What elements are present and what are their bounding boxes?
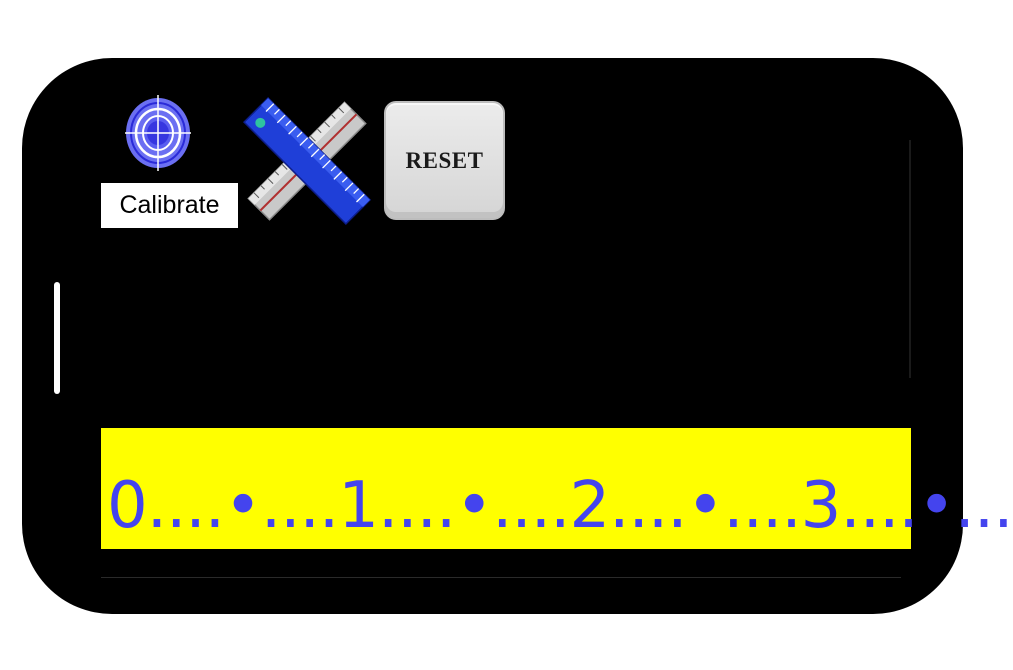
device-side-button (54, 282, 60, 394)
measuring-tape[interactable]: 0....•....1....•....2....•....3....•... (101, 428, 1013, 549)
calibrate-label[interactable]: Calibrate (101, 183, 238, 228)
reset-button[interactable]: RESET (384, 101, 505, 220)
ruler-button[interactable] (240, 92, 374, 230)
tape-scale: 0....•....1....•....2....•....3....•... (107, 469, 1013, 543)
tape-baseline (101, 577, 901, 578)
calibrate-control[interactable]: Calibrate (101, 90, 238, 228)
target-icon[interactable] (125, 93, 191, 171)
screen-edge (909, 140, 911, 378)
crossed-rulers-icon (243, 97, 371, 225)
